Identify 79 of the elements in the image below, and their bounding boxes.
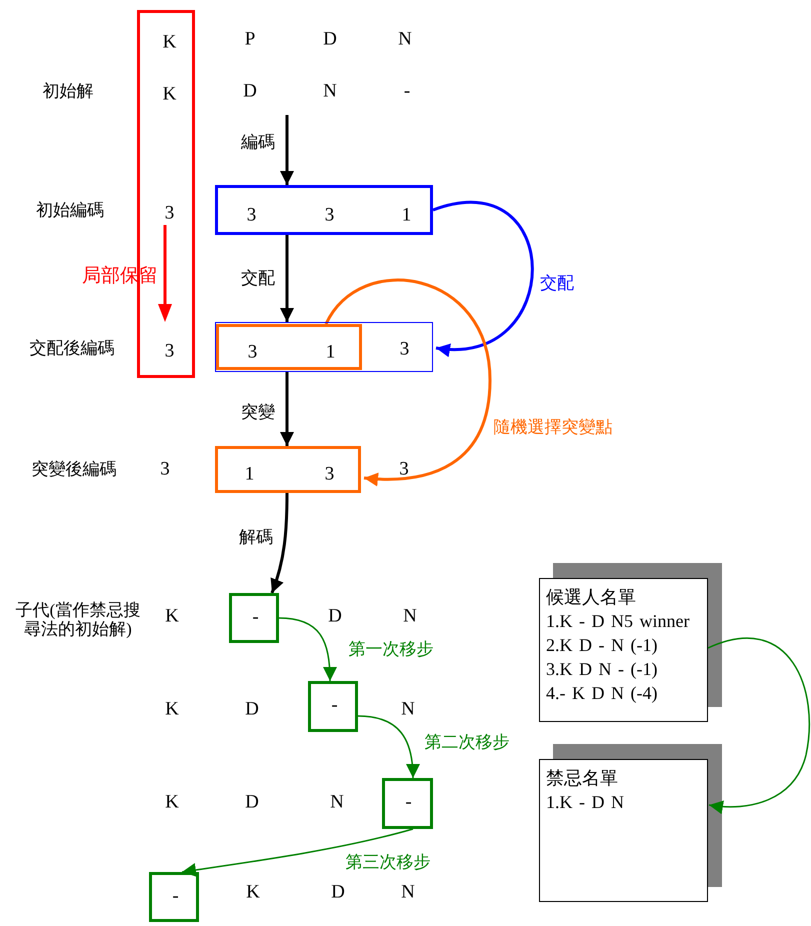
list-title: 禁忌名單 [546, 767, 619, 790]
arrow [432, 201, 534, 356]
list-entry: 2.K D - N (-1) [546, 634, 658, 657]
arrow [278, 617, 337, 682]
row-label: 初始解 [42, 82, 94, 102]
gene-value: N [330, 792, 344, 814]
gene-value: K [165, 606, 179, 628]
gene-value: - [404, 82, 410, 102]
highlight-frame [137, 10, 195, 378]
gene-value: 1 [402, 205, 412, 224]
gene-value: 3 [246, 205, 256, 224]
gene-value: 1 [244, 464, 254, 483]
arrow [324, 278, 492, 486]
edge-label: 交配 [540, 274, 574, 294]
gene-value: 3 [399, 460, 409, 480]
arrow [280, 235, 294, 322]
gene-value: D [243, 82, 257, 102]
row-label: 子代(當作禁忌搜尋法的初始解) [14, 601, 142, 639]
gene-box [229, 593, 279, 643]
code-box [215, 446, 361, 493]
gene-box [149, 872, 199, 922]
list-entry: 4.- K D N (-4) [546, 682, 658, 705]
gene-value: N [403, 606, 417, 628]
gene-value: 3 [164, 341, 174, 360]
gene-value: - [172, 886, 179, 905]
edge-label: 交配 [241, 270, 275, 288]
gene-value: - [405, 792, 412, 811]
row-label: 交配後編碼 [30, 340, 114, 358]
gene-value: 3 [400, 339, 410, 358]
row-label: 初始編碼 [36, 202, 104, 220]
arrow [280, 115, 294, 185]
gene-value: 3 [324, 464, 334, 483]
gene-value: N [401, 700, 415, 720]
gene-value: P [244, 30, 256, 50]
edge-label: 解碼 [239, 528, 273, 548]
gene-value: - [331, 695, 338, 714]
list-title: 候選人名單 [546, 586, 637, 609]
list-entry: 3.K D N - (-1) [546, 658, 658, 681]
gene-value: D [245, 792, 259, 814]
gene-value: D [328, 606, 342, 628]
gene-value: K [165, 792, 179, 814]
gene-value: K [162, 84, 176, 103]
list-entry: 1.K - D N [546, 791, 625, 814]
gene-value: - [252, 607, 259, 626]
gene-value: 1 [326, 342, 336, 361]
gene-value: N [323, 82, 337, 102]
gene-value: D [245, 700, 259, 720]
gene-value: K [162, 32, 176, 51]
edge-label: 突變 [241, 404, 275, 422]
arrow [358, 715, 420, 778]
arrow [270, 492, 288, 594]
gene-value: K [246, 882, 260, 904]
gene-value: 3 [164, 203, 174, 222]
gene-value: D [323, 30, 337, 50]
arrow [708, 638, 810, 814]
code-box [215, 322, 433, 372]
edge-label: 第一次移步 [348, 640, 434, 660]
arrow [280, 372, 294, 446]
arrow [182, 828, 414, 877]
code-box [215, 185, 433, 235]
gene-value: 3 [160, 460, 170, 480]
edge-label: 第二次移步 [424, 734, 510, 752]
code-box [216, 324, 362, 370]
list-panel [539, 759, 708, 902]
gene-value: K [165, 700, 179, 720]
row-label: 突變後編碼 [32, 460, 116, 480]
list-panel [539, 578, 708, 722]
gene-value: 3 [324, 205, 334, 224]
edge-label: 隨機選擇突變點 [494, 418, 612, 438]
annotation-label: 局部保留 [82, 266, 158, 288]
gene-value: N [401, 882, 415, 904]
list-entry: 1.K - D N5 winner [546, 610, 690, 633]
gene-value: D [331, 882, 345, 904]
edge-label: 編碼 [241, 134, 275, 152]
gene-box [382, 778, 433, 829]
gene-value: 3 [248, 342, 258, 361]
edge-label: 第三次移步 [346, 854, 430, 872]
gene-value: N [398, 30, 412, 50]
gene-box [308, 681, 358, 732]
